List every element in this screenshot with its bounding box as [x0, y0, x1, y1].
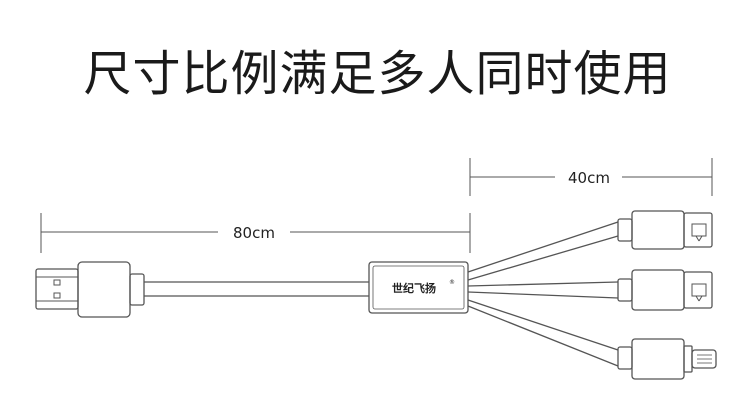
micro-usb-icon: [617, 269, 713, 311]
main-cable: [144, 281, 369, 297]
main-length-dimension: 80cm: [40, 213, 471, 253]
brand-name: 世纪飞扬: [392, 281, 436, 295]
brand-registered-mark: ®: [449, 279, 455, 286]
branch-length-label: 40cm: [568, 169, 610, 187]
branch-length-dimension: 40cm: [469, 158, 713, 196]
usb-a-icon: [35, 261, 145, 318]
main-length-label: 80cm: [233, 224, 275, 242]
micro-usb-icon: [617, 210, 713, 250]
lightning-icon: [617, 338, 717, 380]
branch-cables: [467, 221, 619, 367]
splitter-box: 世纪飞扬 ®: [368, 261, 469, 314]
page-title: 尺寸比例满足多人同时使用: [83, 46, 672, 102]
